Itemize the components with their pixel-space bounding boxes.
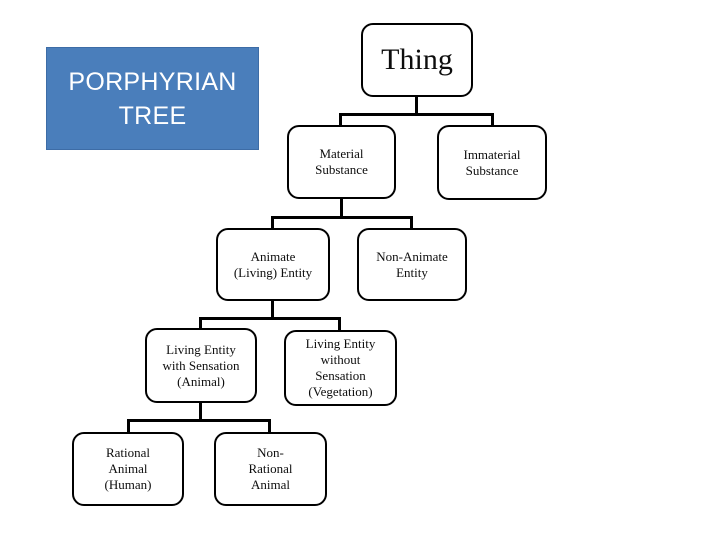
node-material-substance-label: Material Substance [315,146,368,177]
node-thing-label: Thing [381,43,453,76]
title-banner: PORPHYRIAN TREE [46,47,259,150]
connector-to-animate [271,216,274,229]
node-immaterial-substance-label: Immaterial Substance [463,146,521,178]
connector-level3-bar [199,317,341,320]
node-living-with-sensation-label: Living Entity with Sensation (Animal) [162,341,240,389]
node-living-with-sensation[interactable]: Living Entity with Sensation (Animal) [145,328,257,403]
connector-with-sensation-stem [199,402,202,421]
node-rational-animal-label: Rational Animal (Human) [104,445,152,492]
node-living-without-sensation-label: Living Entity without Sensation (Vegetat… [305,336,376,399]
connector-animate-stem [271,300,274,319]
connector-material-stem [340,198,343,218]
node-material-substance[interactable]: Material Substance [287,125,396,199]
connector-thing-stem [415,96,418,116]
connector-level1-bar [339,113,494,116]
connector-to-without-sensation [338,317,341,331]
node-non-rational-animal-label: Non- Rational Animal [248,445,293,492]
node-animate-entity-label: Animate (Living) Entity [233,248,313,280]
connector-to-rational [127,419,130,433]
connector-to-with-sensation [199,317,202,329]
node-rational-animal[interactable]: Rational Animal (Human) [72,432,184,506]
title-banner-text: PORPHYRIAN TREE [68,67,237,130]
connector-level2-bar [271,216,413,219]
connector-to-non-rational [268,419,271,433]
connector-to-material [339,113,342,126]
node-animate-entity[interactable]: Animate (Living) Entity [216,228,330,301]
node-thing[interactable]: Thing [361,23,473,97]
node-non-animate-entity-label: Non-Animate Entity [376,248,448,280]
connector-to-non-animate [410,216,413,229]
connector-to-immaterial [491,113,494,126]
node-non-animate-entity[interactable]: Non-Animate Entity [357,228,467,301]
node-living-without-sensation[interactable]: Living Entity without Sensation (Vegetat… [284,330,397,406]
connector-level4-bar [127,419,271,422]
node-non-rational-animal[interactable]: Non- Rational Animal [214,432,327,506]
node-immaterial-substance[interactable]: Immaterial Substance [437,125,547,200]
